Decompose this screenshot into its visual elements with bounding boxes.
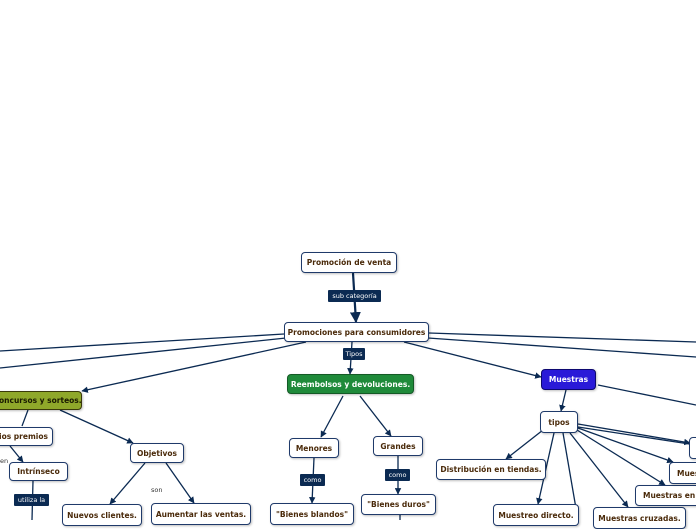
node-objetivos[interactable]: Objetivos [130,443,184,463]
edge-consumer-right-2 [427,337,696,358]
tag-tipos: Tipos [343,348,365,360]
node-muestras-en[interactable]: Muestras en r [635,485,696,506]
edge-consumer-muestras [403,341,542,379]
edge-muestras-right [597,384,696,406]
edge-consumer-right-1 [428,332,696,343]
edge-premios-intrinseco [9,445,24,463]
edge-tipos-mues [577,427,674,464]
node-aumentar-ventas[interactable]: Aumentar las ventas. [151,503,251,525]
tag-sub-categoria: sub categoría [328,290,381,302]
label-son: son [151,486,163,494]
node-mues[interactable]: Mues [669,462,696,484]
edge-tipos-distribucion [505,429,544,460]
edge-tipos-right-line [577,426,696,446]
node-promocion-de-venta[interactable]: Promoción de venta [301,252,397,273]
edge-consumer-concursos [81,341,307,393]
node-right-partial[interactable] [689,437,696,459]
node-intrinseco[interactable]: Intrínseco [9,462,68,481]
node-distribucion-tiendas[interactable]: Distribución en tiendas. [436,459,546,480]
node-muestras-cruzadas[interactable]: Muestras cruzadas. [593,507,686,529]
edge-objetivos-aumentar [165,462,195,504]
node-bienes-blandos[interactable]: "Bienes blandos" [270,503,354,525]
edge-reembolsos-menores [320,395,344,438]
edge-tipos-right-box [577,423,691,446]
node-bienes-duros[interactable]: "Bienes duros" [361,494,436,515]
edge-objetivos-nuevos [109,462,146,505]
tag-como-grandes: como [385,469,410,481]
node-concursos-sorteos[interactable]: oncursos y sorteos. [0,391,82,410]
node-tipos[interactable]: tipos [540,411,578,433]
node-premios[interactable]: ios premios [0,427,53,446]
label-en: en [0,457,9,465]
edge-concursos-premios [21,409,29,427]
edge-tipos-cruzadas [569,432,629,508]
edge-consumer-left-1 [0,333,285,352]
tag-utiliza-la: utiliza la [14,494,49,506]
node-reembolsos-devoluciones[interactable]: Reembolsos y devoluciones. [287,374,414,394]
node-nuevos-clientes[interactable]: Nuevos clientes. [62,504,142,526]
node-menores[interactable]: Menores [289,438,339,458]
edge-reembolsos-grandes [359,395,392,437]
edge-consumer-left-2 [0,337,287,369]
edge-muestras-tipos [559,389,567,412]
edge-tipos-muestreo [536,432,555,505]
node-muestreo-directo[interactable]: Muestreo directo. [493,504,579,526]
edge-tipos-muestras-en [576,429,666,486]
node-promociones-consumidores[interactable]: Promociones para consumidores [284,322,429,342]
edge-concursos-objetivos [59,409,134,444]
node-muestras[interactable]: Muestras [541,369,596,390]
tag-como-menores: como [300,474,325,486]
node-grandes[interactable]: Grandes [373,436,423,456]
